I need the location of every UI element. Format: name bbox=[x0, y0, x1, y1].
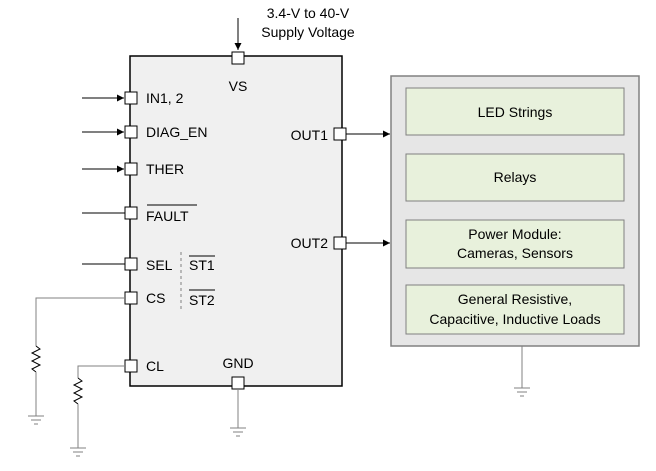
cl-resistor bbox=[72, 377, 84, 405]
pin-in12: IN1, 2 bbox=[82, 90, 184, 106]
pin-fault: FAULT bbox=[82, 204, 197, 224]
pin-out2: OUT2 bbox=[291, 235, 390, 251]
st1-label: ST1 bbox=[189, 257, 215, 273]
pin-cl: CL bbox=[70, 358, 164, 457]
cs-resistor bbox=[30, 345, 42, 373]
load-power-module: Power Module: Cameras, Sensors bbox=[405, 219, 625, 269]
vs-label: VS bbox=[229, 78, 248, 94]
pin-label-in12: IN1, 2 bbox=[146, 90, 184, 106]
load-gnd-symbol bbox=[514, 387, 530, 397]
gnd-label: GND bbox=[222, 355, 253, 371]
supply-voltage-line2: Supply Voltage bbox=[261, 24, 355, 40]
pin-cs: CS bbox=[28, 290, 165, 425]
out1-label: OUT1 bbox=[291, 127, 329, 143]
load-led-strings-label: LED Strings bbox=[478, 104, 553, 120]
pin-sel: SEL bbox=[82, 257, 173, 273]
load-power-module-line2: Cameras, Sensors bbox=[457, 245, 573, 261]
pin-label-ther: THER bbox=[146, 161, 184, 177]
load-general-line2: Capacitive, Inductive Loads bbox=[429, 311, 600, 327]
st2-label: ST2 bbox=[189, 292, 215, 308]
pin-label-diag-en: DIAG_EN bbox=[146, 124, 207, 140]
pin-label-cl: CL bbox=[146, 358, 164, 374]
out2-label: OUT2 bbox=[291, 235, 329, 251]
gnd-pin bbox=[231, 376, 245, 390]
pin-diag-en: DIAG_EN bbox=[82, 124, 207, 140]
pin-label-sel: SEL bbox=[146, 257, 173, 273]
load-led-strings: LED Strings bbox=[405, 87, 625, 136]
supply-voltage-line1: 3.4-V to 40-V bbox=[267, 5, 350, 21]
pin-ther: THER bbox=[82, 161, 184, 177]
pin-label-cs: CS bbox=[146, 290, 165, 306]
pin-out1: OUT1 bbox=[291, 127, 390, 143]
gnd-symbol bbox=[230, 427, 246, 437]
load-general: General Resistive, Capacitive, Inductive… bbox=[405, 284, 625, 335]
load-relays: Relays bbox=[405, 153, 625, 202]
pin-label-fault: FAULT bbox=[146, 208, 189, 224]
load-relays-label: Relays bbox=[494, 169, 537, 185]
cl-ground-symbol bbox=[70, 447, 86, 457]
cs-ground-symbol bbox=[28, 415, 44, 425]
vs-pin bbox=[231, 51, 245, 65]
load-power-module-line1: Power Module: bbox=[468, 226, 561, 242]
load-general-line1: General Resistive, bbox=[458, 291, 572, 307]
